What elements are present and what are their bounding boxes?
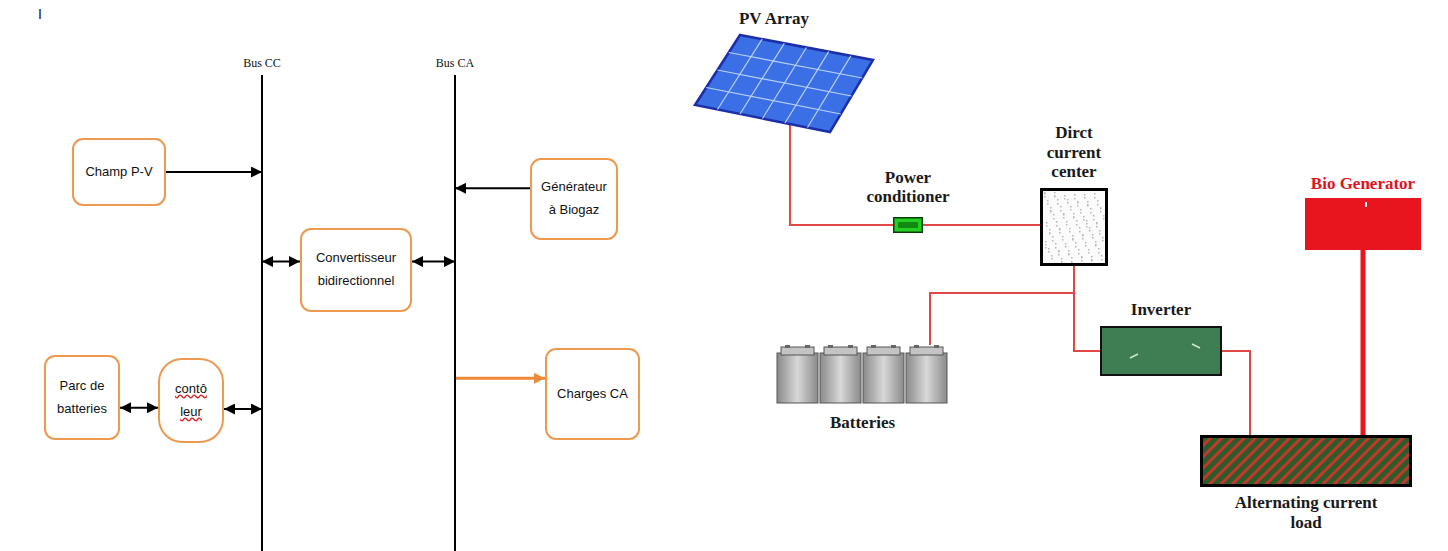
pv-field-box: Champ P-V: [72, 138, 166, 206]
red-wire: [790, 122, 893, 225]
ac-load-hatched-box: Alternating current load: [1200, 435, 1412, 487]
red-wire: [1074, 266, 1100, 351]
node-heading: Bus CC: [232, 57, 292, 71]
battery-bank-box: Parc de batteries: [44, 355, 120, 440]
node-heading: Inverter: [1111, 300, 1211, 320]
dc-center-box: Dirct current center: [1040, 188, 1108, 266]
bio-generator-art: [1305, 198, 1421, 250]
red-wire: [1222, 351, 1250, 435]
node-heading: Power conditioner: [858, 168, 958, 207]
biogas-generator-box: Générateur à Biogaz: [530, 158, 618, 240]
flow-arrow: [262, 261, 300, 263]
bio-generator: Bio Generator: [1305, 198, 1421, 250]
flow-arrow: [224, 408, 262, 410]
power-conditioner: Power conditioner: [893, 217, 923, 233]
dc-bus: Bus CC: [261, 75, 263, 551]
box-text: Parc de batteries: [52, 375, 112, 421]
ac-bus: Bus CA: [454, 75, 456, 551]
red-wire: [1361, 250, 1366, 435]
power-conditioner-art: [893, 217, 923, 233]
node-heading: Alternating current load: [1231, 493, 1381, 532]
pv-array-illustration-art: [695, 35, 873, 135]
box-text: contô leur: [169, 378, 213, 424]
dc-bus-art: [261, 75, 263, 551]
node-heading: Dirct current center: [1034, 123, 1114, 182]
node-heading: PV Array: [719, 9, 829, 29]
flow-arrow: [412, 261, 455, 263]
red-wire: [930, 266, 1074, 345]
batteries-illustration: Batteries: [775, 345, 950, 405]
box-text: Convertisseur bidirectionnel: [308, 247, 404, 293]
node-heading: Bus CA: [425, 57, 485, 71]
red-wire: [923, 224, 1040, 226]
ac-bus-art: [454, 75, 456, 551]
batteries-illustration-art: [775, 345, 950, 405]
box-text: Charges CA: [557, 383, 628, 406]
node-heading: Bio Generator: [1293, 174, 1433, 194]
box-text: Champ P-V: [85, 161, 152, 184]
flow-arrow: [166, 171, 262, 173]
pv-array-illustration: PV Array: [695, 35, 873, 135]
inverter-box: Inverter: [1100, 326, 1222, 376]
flow-arrow: [455, 377, 545, 380]
flow-arrow: [120, 407, 158, 409]
inverter-box-art: [1100, 326, 1222, 376]
stray-mark: I: [38, 6, 42, 22]
flow-arrow: [455, 187, 530, 189]
converter-box: Convertisseur bidirectionnel: [300, 228, 412, 312]
dc-center-box-art: [1040, 188, 1108, 266]
controller-box: contô leur: [158, 358, 224, 443]
node-heading: Batteries: [803, 413, 923, 433]
ac-load-box: Charges CA: [545, 348, 640, 440]
ac-load-hatched-box-art: [1200, 435, 1412, 487]
box-text: Générateur à Biogaz: [538, 176, 610, 222]
